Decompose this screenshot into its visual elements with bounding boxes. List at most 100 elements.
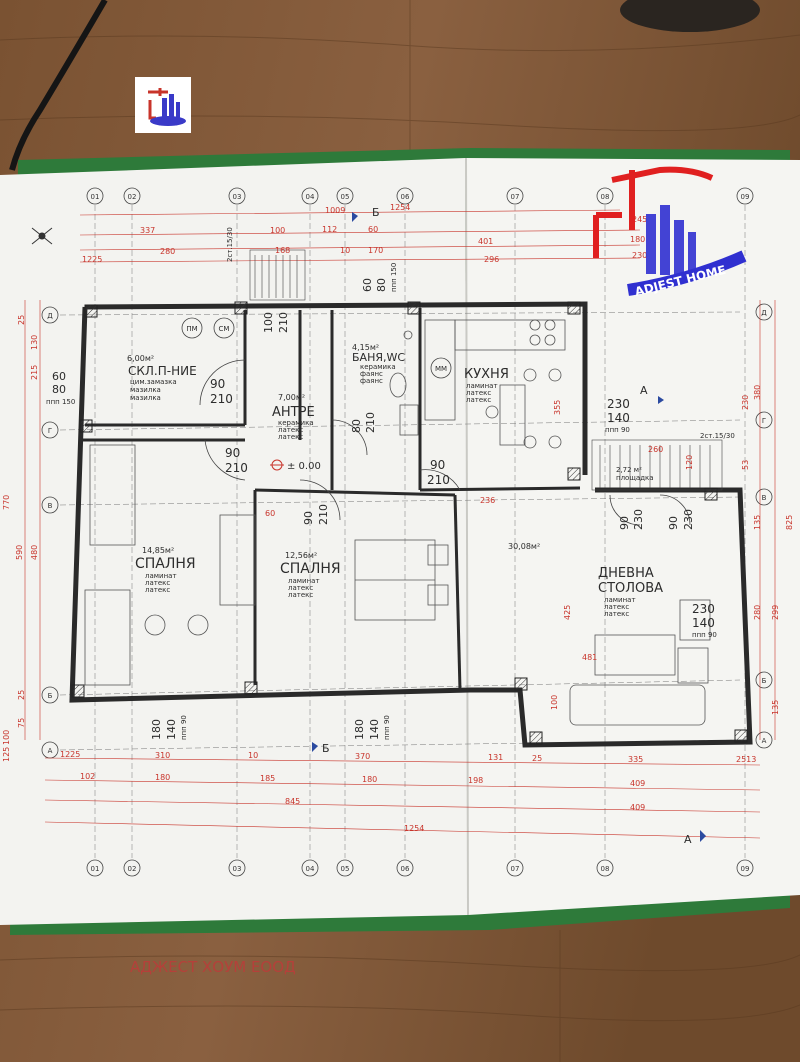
svg-text:2ст.15/30: 2ст.15/30 (700, 432, 735, 440)
svg-text:02: 02 (128, 193, 137, 201)
svg-text:236: 236 (480, 496, 495, 505)
svg-text:А: А (640, 384, 648, 397)
svg-text:125: 125 (2, 747, 11, 762)
svg-text:25: 25 (17, 690, 26, 700)
svg-text:210: 210 (317, 504, 330, 525)
svg-text:латекс: латекс (278, 433, 303, 441)
grid-bubble-top-4: 05 (336, 187, 354, 205)
living-name1: ДНЕВНА (598, 566, 654, 581)
svg-text:112: 112 (322, 225, 337, 234)
svg-text:А: А (762, 737, 767, 745)
grid-bubble-top-5: 06 (396, 187, 414, 205)
appliance-sm: СМ (213, 317, 235, 339)
grid-line-row-2 (59, 496, 741, 506)
opening-labels: 60 80 ппп 150 90 210 100 210 60 80 ппп 1… (46, 263, 717, 740)
svg-text:80: 80 (52, 383, 66, 396)
svg-text:409: 409 (630, 779, 645, 788)
svg-text:198: 198 (468, 776, 483, 785)
room-living: 30,08м² ДНЕВНА СТОЛОВА ламинат латекс ла… (508, 542, 663, 618)
level-mark: ± 0.00 (270, 459, 321, 472)
grid-bubble-left-1: Г (41, 421, 59, 439)
object-top-right (620, 0, 760, 32)
svg-text:480: 480 (30, 545, 39, 560)
grid-bubble-bottom-5: 06 (396, 859, 414, 877)
svg-text:355: 355 (553, 400, 562, 415)
svg-text:337: 337 (140, 226, 155, 235)
svg-text:2ст.15/30: 2ст.15/30 (226, 227, 234, 262)
svg-text:фаянс: фаянс (360, 377, 383, 385)
svg-text:120: 120 (685, 455, 694, 470)
svg-text:10: 10 (340, 246, 350, 255)
grid-bubble-bottom-7: 08 (596, 859, 614, 877)
grid-bubble-left-3: Б (41, 686, 59, 704)
svg-text:06: 06 (401, 193, 410, 201)
svg-text:латекс: латекс (466, 396, 491, 404)
svg-text:латекс: латекс (604, 603, 629, 611)
grid-line-row-3 (59, 679, 741, 696)
grid-bubble-top-0: 01 (86, 187, 104, 205)
svg-text:299: 299 (771, 605, 780, 620)
svg-text:латекс: латекс (466, 389, 491, 397)
svg-text:ппп 90: ппп 90 (605, 426, 630, 434)
svg-text:Б: Б (48, 692, 53, 700)
svg-text:370: 370 (355, 752, 370, 761)
svg-text:1225: 1225 (82, 255, 102, 264)
svg-text:215: 215 (30, 365, 39, 380)
grid-bubble-left-0: Д (41, 306, 59, 324)
bedroom2-name: СПАЛНЯ (280, 561, 341, 577)
svg-text:380: 380 (753, 385, 762, 400)
svg-text:латекс: латекс (604, 610, 629, 618)
svg-text:Г: Г (762, 417, 766, 425)
svg-text:230: 230 (741, 395, 750, 410)
svg-text:140: 140 (607, 411, 630, 425)
kitchen-name: КУХНЯ (464, 367, 509, 382)
dimension-labels: 1009 1254 337 100 112 60 401 245 280 168… (2, 203, 794, 833)
room-kitchen: КУХНЯ ламинат латекс латекс (464, 367, 509, 404)
svg-text:140: 140 (692, 616, 715, 630)
company-watermark: АДЖЕСТ ХОУМ ЕООД (130, 958, 296, 976)
svg-text:1009: 1009 (325, 206, 345, 215)
storage-area: 6,00м² (127, 354, 154, 363)
svg-text:825: 825 (785, 515, 794, 530)
svg-text:102: 102 (80, 772, 95, 781)
grid-bubble-bottom-1: 02 (123, 859, 141, 877)
svg-text:ппп 90: ппп 90 (383, 715, 391, 740)
cable (9, 0, 108, 171)
svg-text:100: 100 (262, 312, 275, 333)
bath-name: БАНЯ,WC (352, 351, 405, 364)
svg-text:10: 10 (248, 751, 258, 760)
svg-text:60: 60 (368, 225, 378, 234)
svg-text:140: 140 (165, 719, 178, 740)
svg-text:латекс: латекс (145, 579, 170, 587)
svg-text:180: 180 (630, 235, 645, 244)
svg-text:ламинат: ламинат (604, 596, 636, 604)
bedroom1-name: СПАЛНЯ (135, 556, 196, 572)
svg-text:280: 280 (160, 247, 175, 256)
svg-text:04: 04 (306, 193, 315, 201)
living-name2: СТОЛОВА (598, 581, 663, 596)
grid-bubble-bottom-4: 05 (336, 859, 354, 877)
svg-text:80: 80 (350, 419, 363, 433)
svg-text:425: 425 (563, 605, 572, 620)
svg-text:А: А (48, 747, 53, 755)
grid-lines (59, 205, 746, 858)
grid-bubble-top-2: 03 (228, 187, 246, 205)
bath-fixtures (144, 319, 562, 636)
svg-text:230: 230 (632, 509, 645, 530)
svg-text:130: 130 (30, 335, 39, 350)
svg-text:140: 140 (368, 719, 381, 740)
grid-bubble-top-8: 09 (736, 187, 754, 205)
svg-text:латекс: латекс (278, 426, 303, 434)
svg-text:ппп 90: ппп 90 (692, 631, 717, 639)
grid-bubble-bottom-2: 03 (228, 859, 246, 877)
svg-text:245: 245 (632, 215, 647, 224)
svg-text:60: 60 (361, 278, 374, 292)
svg-text:590: 590 (15, 545, 24, 560)
svg-text:180: 180 (150, 719, 163, 740)
svg-text:280: 280 (753, 605, 762, 620)
svg-text:180: 180 (353, 719, 366, 740)
svg-text:В: В (762, 494, 767, 502)
svg-text:100: 100 (550, 695, 559, 710)
